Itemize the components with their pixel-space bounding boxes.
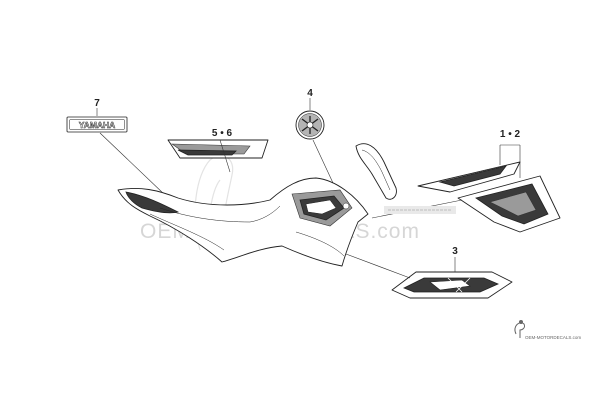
callout-label-7: 7	[94, 98, 100, 109]
callout-label-5-6: 5 • 6	[212, 128, 233, 139]
corner-watermark-text: OEM-MOTORDECALS.com	[525, 335, 581, 340]
leader-line-1-2	[499, 144, 521, 178]
decal-main-side-fairing[interactable]	[117, 177, 369, 267]
decal-stripe-5-6[interactable]	[167, 139, 269, 159]
corner-logo: OEM-MOTORDECALS.com	[514, 320, 581, 340]
decal-tuning-fork-emblem[interactable]	[295, 110, 325, 140]
callout-label-3: 3	[452, 246, 458, 257]
decal-tank-3[interactable]	[391, 271, 513, 299]
callout-label-1-2: 1 • 2	[500, 129, 521, 140]
leader-line-3b	[345, 253, 411, 279]
yamaha-emblem-text: YAMAHA	[79, 120, 116, 130]
callout-label-4: 4	[307, 88, 313, 99]
watermark-strip	[384, 206, 456, 214]
leader-line-7b	[99, 132, 166, 196]
decal-yamaha-emblem[interactable]: YAMAHA	[66, 116, 128, 133]
decal-curved-trim[interactable]	[355, 143, 397, 200]
leader-line-5-6	[219, 139, 231, 173]
decal-side-stripes-1-2[interactable]	[417, 161, 561, 233]
